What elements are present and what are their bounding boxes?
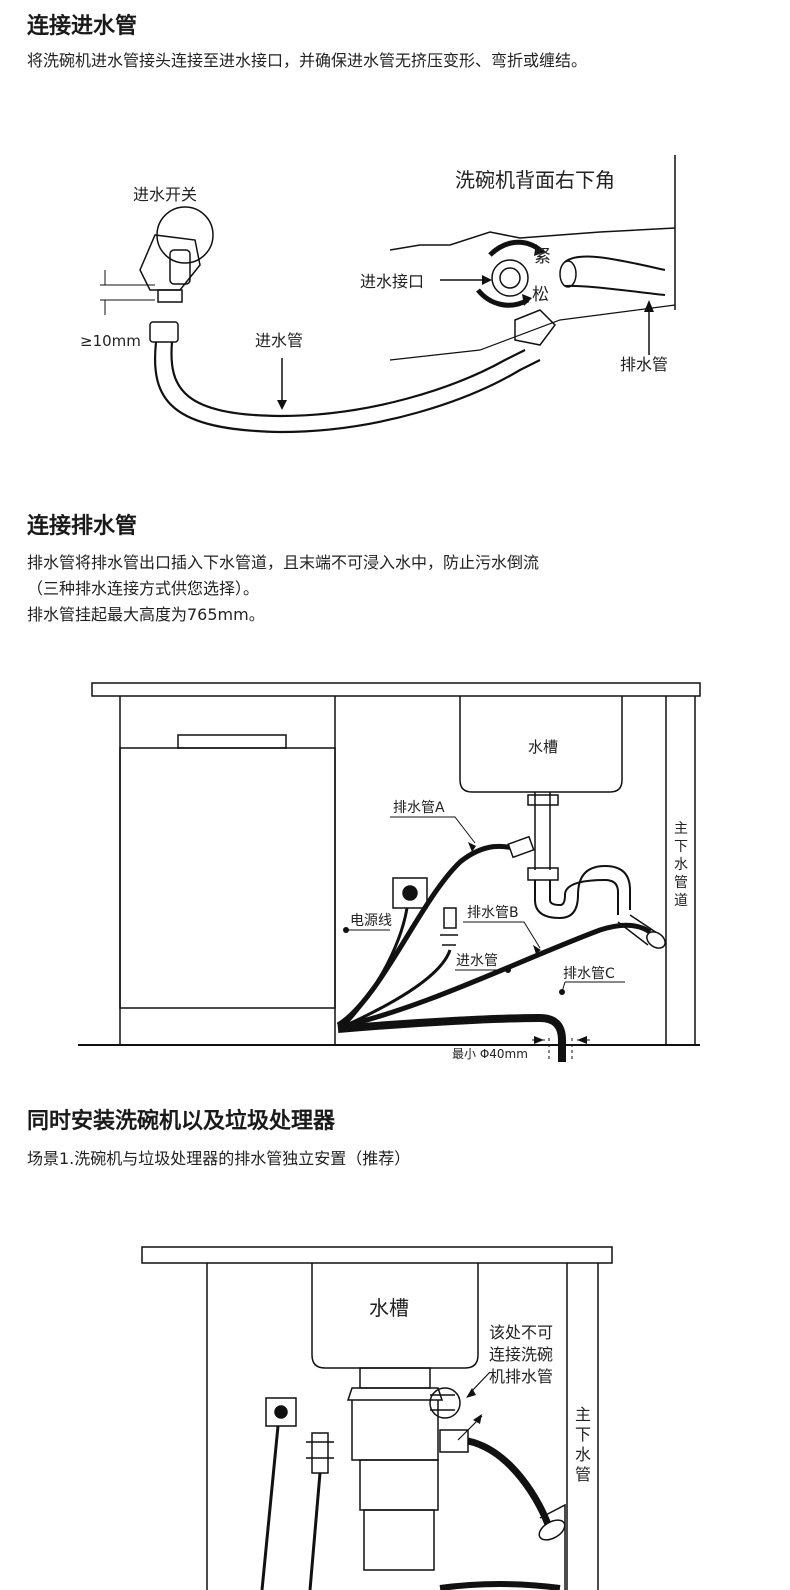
section-title-inlet: 连接进水管 (27, 14, 138, 39)
dishwasher-body (119, 747, 336, 1009)
drain-b-label: 排水管B (467, 905, 519, 921)
svg-text:管: 管 (674, 875, 688, 891)
power-socket-icon (265, 1397, 297, 1427)
valve-label: 进水开关 (133, 185, 197, 204)
drain-hose-stub (564, 255, 666, 271)
svg-text:水: 水 (575, 1445, 591, 1464)
scene-1-label: 场景1.洗碗机与垃圾处理器的排水管独立安置（推荐） (27, 1149, 411, 1168)
inlet-label: 进水管 (456, 953, 498, 969)
svg-text:下: 下 (674, 839, 688, 855)
tighten-label: 紧 (534, 247, 551, 267)
dishwasher-drain-hose (439, 1581, 561, 1590)
main-drain-pipe-label: 主 下 水 管 道 (674, 821, 688, 909)
disposer-drain-hose (467, 1437, 554, 1532)
svg-text:道: 道 (674, 893, 688, 909)
drain-hose-diagram: 水槽 排水管A 排水管B 排水管C 电源线 进水管 最小 Φ40mm 主 下 水… (78, 682, 701, 1062)
loosen-label: 松 (532, 285, 549, 305)
warning-note: 该处不可 连接洗碗 机排水管 (489, 1323, 553, 1386)
inlet-hose (339, 949, 452, 1030)
svg-text:管: 管 (575, 1465, 591, 1484)
corner-label: 洗碗机背面右下角 (455, 168, 615, 192)
svg-text:主: 主 (575, 1405, 591, 1424)
svg-text:该处不可: 该处不可 (489, 1323, 553, 1342)
svg-text:下: 下 (575, 1425, 591, 1444)
inlet-port-label: 进水接口 (360, 272, 424, 291)
section-desc-inlet: 将洗碗机进水管接头连接至进水接口，并确保进水管无挤压变形、弯折或缠结。 (27, 51, 588, 70)
drain-hose-b (337, 922, 652, 1030)
drain-c-label: 排水管C (563, 966, 615, 982)
svg-text:水: 水 (674, 857, 688, 873)
sink-label: 水槽 (528, 738, 558, 756)
dishwasher-bottom-edge (389, 227, 676, 251)
floor-line (389, 304, 676, 361)
water-valve-icon (139, 206, 214, 303)
water-valve-icon (306, 1432, 334, 1474)
countertop (91, 682, 701, 697)
min-dia-label: 最小 Φ40mm (452, 1047, 528, 1061)
gap-label: ≥10mm (80, 332, 141, 350)
sink (459, 696, 623, 793)
inlet-hose (308, 1472, 322, 1590)
tighten-arrow-icon (488, 239, 542, 257)
svg-text:连接洗碗: 连接洗碗 (489, 1345, 553, 1364)
section-title-disposer: 同时安装洗碗机以及垃圾处理器 (27, 1109, 336, 1134)
drain-desc-line-1: 排水管将排水管出口插入下水管道，且末端不可浸入水中，防止污水倒流 (27, 553, 540, 572)
inlet-hose-diagram: 洗碗机背面右下角 进水开关 ≥10mm 进水管 进水接口 紧 松 排水管 (80, 155, 676, 434)
drain-a-label: 排水管A (393, 800, 445, 816)
power-socket-icon (392, 877, 428, 909)
inlet-hose (154, 341, 541, 434)
drain-desc-line-2: （三种排水连接方式供您选择）。 (27, 579, 260, 598)
drain-desc-line-3: 排水管挂起最大高度为765mm。 (27, 605, 265, 624)
inlet-hose-label: 进水管 (255, 331, 303, 350)
dishwasher-handle (177, 734, 287, 749)
power-label: 电源线 (350, 913, 392, 929)
countertop (141, 1246, 613, 1264)
water-valve-icon (443, 907, 457, 929)
section-title-drain: 连接排水管 (27, 514, 138, 539)
power-cord (260, 1425, 280, 1590)
main-drain-pipe-label: 主 下 水 管 (575, 1405, 591, 1484)
garbage-disposer-icon (346, 1367, 469, 1571)
warning-circle-icon (429, 1387, 461, 1419)
drain-hose-a (336, 843, 521, 1028)
drain-hose-label: 排水管 (620, 355, 668, 374)
hose-fitting-icon (149, 321, 179, 343)
drain-hose-c (337, 1013, 566, 1062)
sink-label: 水槽 (369, 1296, 409, 1320)
svg-text:机排水管: 机排水管 (489, 1367, 553, 1386)
inlet-connector-icon (491, 259, 556, 346)
svg-text:主: 主 (674, 821, 688, 837)
disposer-diagram: 水槽 该处不可 连接洗碗 机排水管 主 下 水 管 (141, 1246, 613, 1590)
